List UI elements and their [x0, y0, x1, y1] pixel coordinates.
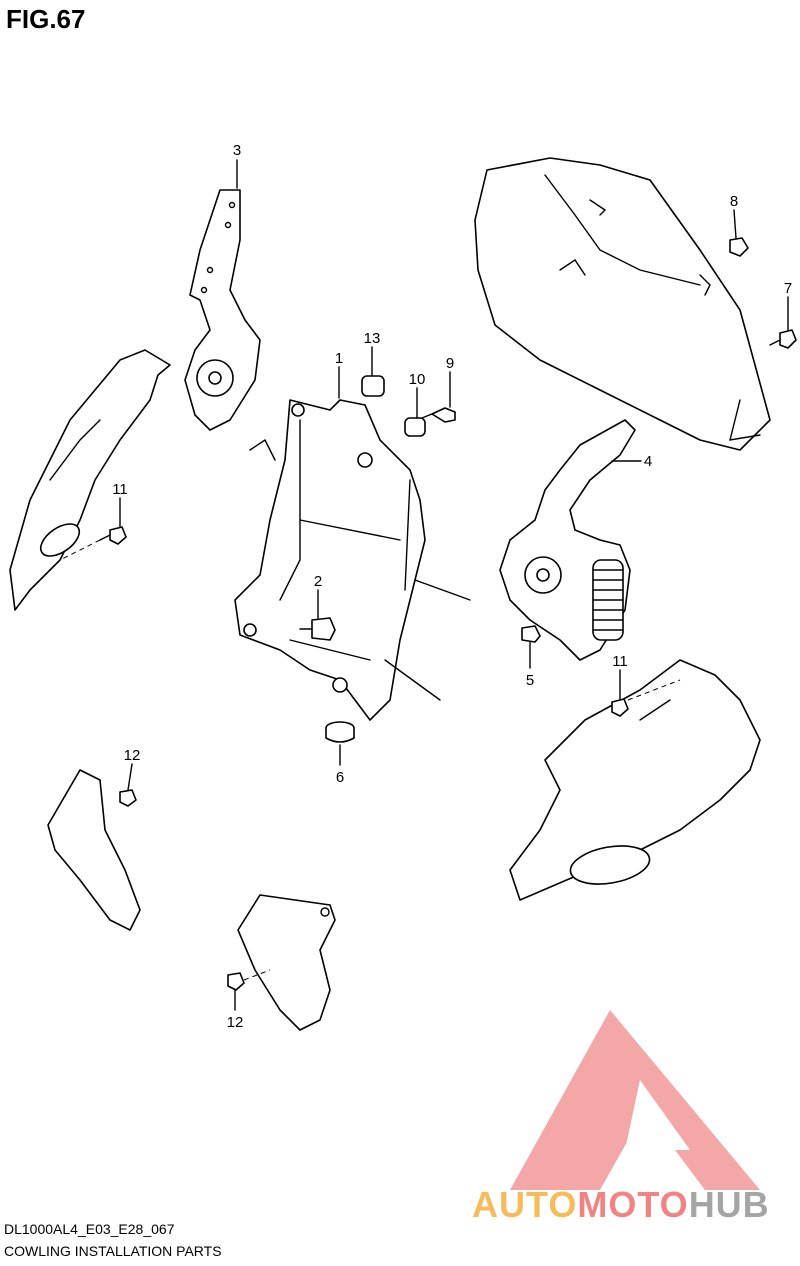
callout-2: 2: [314, 573, 322, 590]
lower-center-panel: [237, 894, 336, 1031]
callout-11-left: 11: [112, 481, 128, 498]
screw-11-left: [99, 526, 127, 545]
screw-12-bottom: [227, 972, 245, 991]
callout-13: 13: [364, 330, 381, 347]
left-side-panel: [9, 349, 171, 611]
callout-9: 9: [446, 355, 454, 372]
grommet-6: [325, 721, 355, 743]
watermark-auto: AUTO: [472, 1184, 578, 1225]
callout-10: 10: [409, 371, 426, 388]
callout-8: 8: [730, 193, 738, 210]
callout-6: 6: [336, 769, 344, 786]
callout-11-right: 11: [612, 653, 628, 670]
callout-1: 1: [335, 350, 343, 367]
right-side-panel: [509, 659, 761, 901]
callout-12-top: 12: [124, 747, 141, 764]
callout-5: 5: [526, 672, 534, 689]
callout-12-bottom: 12: [227, 1014, 244, 1031]
figure-title: FIG.67: [6, 4, 86, 34]
callout-3: 3: [233, 142, 241, 159]
screw-8: [729, 237, 749, 257]
watermark-moto: MOTO: [577, 1184, 689, 1225]
watermark-hub: HUB: [688, 1184, 770, 1225]
footer-section-title: COWLING INSTALLATION PARTS: [4, 1243, 222, 1259]
callout-4: 4: [644, 453, 652, 470]
lower-left-panel: [47, 769, 141, 931]
bolt-2: [299, 617, 336, 641]
footer-model-code: DL1000AL4_E03_E28_067: [4, 1221, 175, 1237]
small-hardware-top: [361, 375, 456, 437]
bracket-4: [499, 419, 636, 661]
callout-7: 7: [784, 280, 792, 297]
main-frame: [234, 399, 471, 721]
screw-11-right: [611, 698, 629, 717]
bolt-5: [521, 625, 541, 643]
bracket-3: [184, 189, 261, 431]
leader-lines: [59, 159, 789, 1011]
watermark-brand: AUTOMOTOHUB: [472, 1184, 770, 1226]
screw-12-top: [119, 789, 137, 807]
screw-7: [769, 329, 797, 349]
watermark-logo: [510, 1010, 760, 1190]
upper-cowling: [474, 157, 771, 451]
